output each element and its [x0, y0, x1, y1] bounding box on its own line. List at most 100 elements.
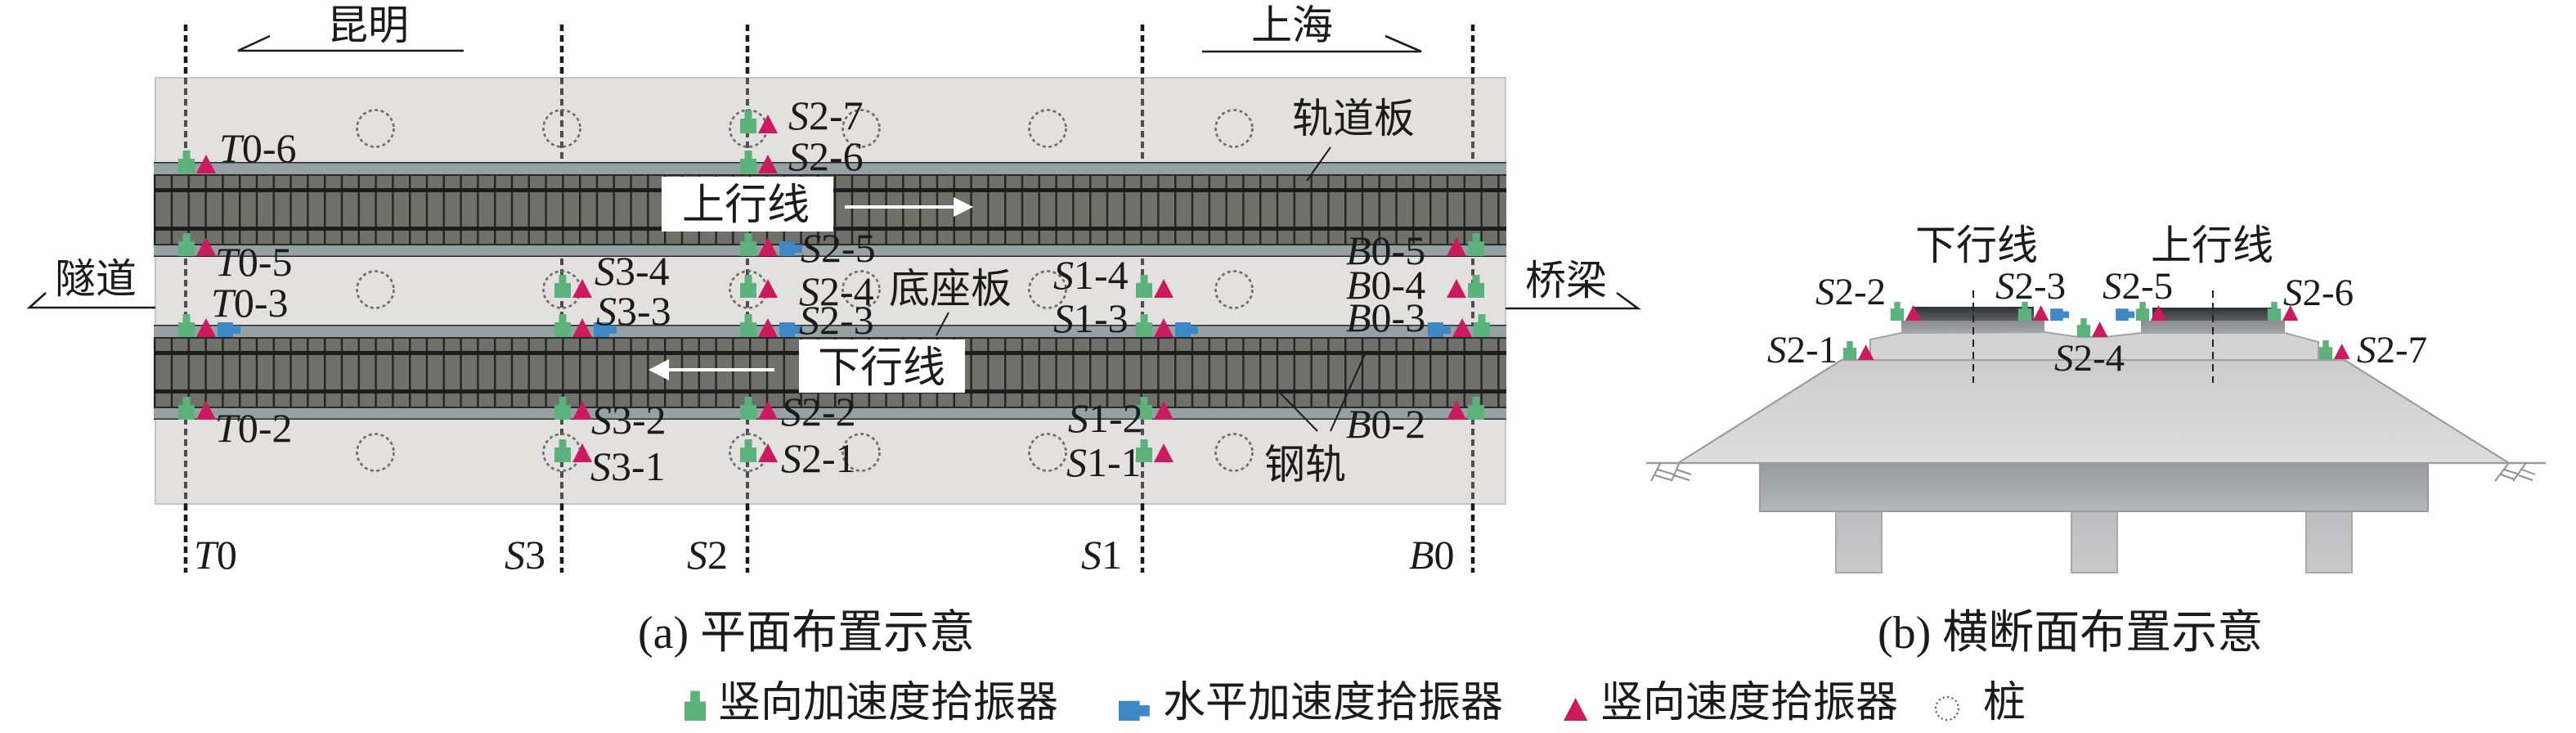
sensor-cluster: S2-3: [740, 297, 874, 343]
vertical-accelerometer-icon: [1842, 341, 1857, 360]
sensor-label: S3-2: [591, 397, 666, 443]
pile-icon: [542, 109, 581, 148]
vertical-velocity-sensor-icon: [1154, 279, 1174, 298]
pile-icon: [841, 270, 881, 309]
pile-icon: [1934, 695, 1960, 722]
vertical-accelerometer-icon: [178, 233, 195, 256]
vertical-velocity-sensor-icon: [196, 237, 216, 256]
sensor-cluster: S1-1: [1066, 439, 1174, 485]
sensor-label: S1-2: [1068, 395, 1143, 441]
vertical-accelerometer-icon: [740, 397, 756, 420]
vertical-accelerometer-icon: [1890, 302, 1905, 321]
sensor-label: S3-3: [596, 288, 671, 334]
sensor-cluster: S2-5: [2103, 265, 2173, 321]
sensor-cluster: S3-1: [554, 439, 666, 489]
pile-icon: [1028, 433, 1067, 472]
station-label: S2: [687, 532, 728, 578]
vertical-velocity-sensor-icon: [1154, 318, 1174, 337]
vertical-accelerometer-icon: [178, 314, 195, 337]
base-slab-area: [155, 77, 1506, 505]
base-slab-label: 底座板: [889, 266, 1012, 312]
direction-label-right: 上海: [1251, 2, 1333, 48]
rail-label: 钢轨: [1264, 442, 1346, 488]
vertical-accelerometer-icon: [1136, 397, 1152, 420]
vertical-accelerometer-icon: [2017, 302, 2032, 321]
vertical-accelerometer-icon: [1468, 397, 1484, 420]
base-slab-callout: 底座板: [889, 266, 1012, 336]
vertical-velocity-sensor-icon: [2333, 344, 2350, 359]
pile-icon: [841, 433, 881, 472]
sensor-label: S2-4: [799, 268, 874, 314]
sensor-cluster: T0-6: [178, 125, 296, 173]
sensor-cluster: T0-2: [178, 397, 292, 451]
sensor-label: S1-1: [1066, 439, 1142, 485]
track-slab-edge: [154, 163, 1506, 174]
pile-icon: [356, 109, 395, 148]
horizontal-accelerometer-icon: [779, 241, 802, 256]
vertical-velocity-sensor-icon: [1447, 279, 1466, 298]
ground-hatch-left: [1650, 463, 1692, 482]
sensor-label: S2-4: [2054, 337, 2125, 380]
vertical-accelerometer-icon: [740, 439, 756, 462]
sensor-cluster: B0-2: [1346, 397, 1484, 447]
sensor-label: B0-4: [1346, 262, 1425, 308]
sensor-label: S2-5: [801, 225, 876, 271]
horizontal-accelerometer-icon: [218, 322, 240, 337]
sensor-cluster: B0-3: [1346, 295, 1490, 340]
vertical-accelerometer-icon: [178, 397, 195, 420]
horizontal-accelerometer-icon: [2050, 308, 2070, 321]
station-label: S3: [505, 532, 545, 578]
vertical-accelerometer-icon: [2135, 302, 2150, 321]
sensor-cluster: S1-2: [1068, 395, 1174, 441]
direction-indicator-right: 上海: [1202, 2, 1422, 53]
vertical-accelerometer-icon: [740, 233, 756, 256]
horizontal-accelerometer-icon: [1428, 322, 1451, 337]
sensor-label: S2-2: [1815, 271, 1886, 313]
bridge-label: 桥梁: [1525, 258, 1607, 304]
pile-icon: [1028, 109, 1067, 148]
pile-icon: [356, 270, 395, 309]
sensor-cluster: T0-3: [178, 280, 288, 337]
up-line-track-slab: [2152, 308, 2273, 321]
down-line-base-slab: [1901, 321, 2044, 333]
up-line-direction-arrow-icon: [845, 197, 973, 217]
vertical-velocity-sensor-icon: [758, 401, 778, 420]
down-line-label: 下行线: [818, 345, 945, 392]
right-direction-arrow-icon: [1202, 34, 1422, 53]
horizontal-accelerometer-icon: [594, 322, 617, 337]
legend-item-vertical-accelerometer: 竖向加速度拾振器: [684, 680, 1058, 726]
leader-line: [1330, 353, 1366, 432]
track-slab-edge: [154, 245, 1506, 256]
pile-icon: [356, 433, 395, 472]
ground-hatch-right: [2494, 463, 2536, 482]
sensor-label: S2-1: [1767, 329, 1838, 371]
sensor-label: S2-6: [2283, 272, 2354, 314]
up-line-label: 上行线: [682, 182, 810, 229]
sensor-cluster: S2-3: [1995, 265, 2070, 321]
legend-item-vertical-velocity-sensor: 竖向速度拾振器: [1564, 680, 1898, 726]
horizontal-accelerometer-icon: [2116, 308, 2135, 321]
sensor-label: B0-3: [1346, 295, 1425, 340]
vertical-accelerometer-icon: [554, 439, 571, 462]
sensor-cluster: S1-4: [1053, 252, 1174, 298]
sensor-label: B0-5: [1346, 227, 1425, 273]
vertical-velocity-sensor-icon: [758, 318, 778, 337]
legend-label: 桩: [1983, 680, 2026, 726]
down-line-track-slab: [1912, 307, 2034, 321]
sensor-cluster: S2-1: [1767, 329, 1874, 371]
legend: 竖向加速度拾振器 水平加速度拾振器 竖向速度拾振器 桩: [684, 680, 2026, 726]
sensor-label: T0-6: [219, 125, 296, 171]
sensor-cluster: S2-7: [740, 92, 864, 138]
pile-cap: [1759, 462, 2429, 512]
vertical-velocity-sensor-icon: [2032, 305, 2049, 321]
sensor-label: S3-4: [595, 248, 670, 294]
vertical-velocity-sensor-icon: [2282, 305, 2299, 321]
pile: [1835, 510, 1883, 573]
station-label: S1: [1081, 532, 1122, 578]
vertical-accelerometer-icon: [684, 690, 706, 721]
sensor-label: S2-7: [788, 92, 864, 138]
horizontal-accelerometer-icon: [1119, 700, 1150, 721]
